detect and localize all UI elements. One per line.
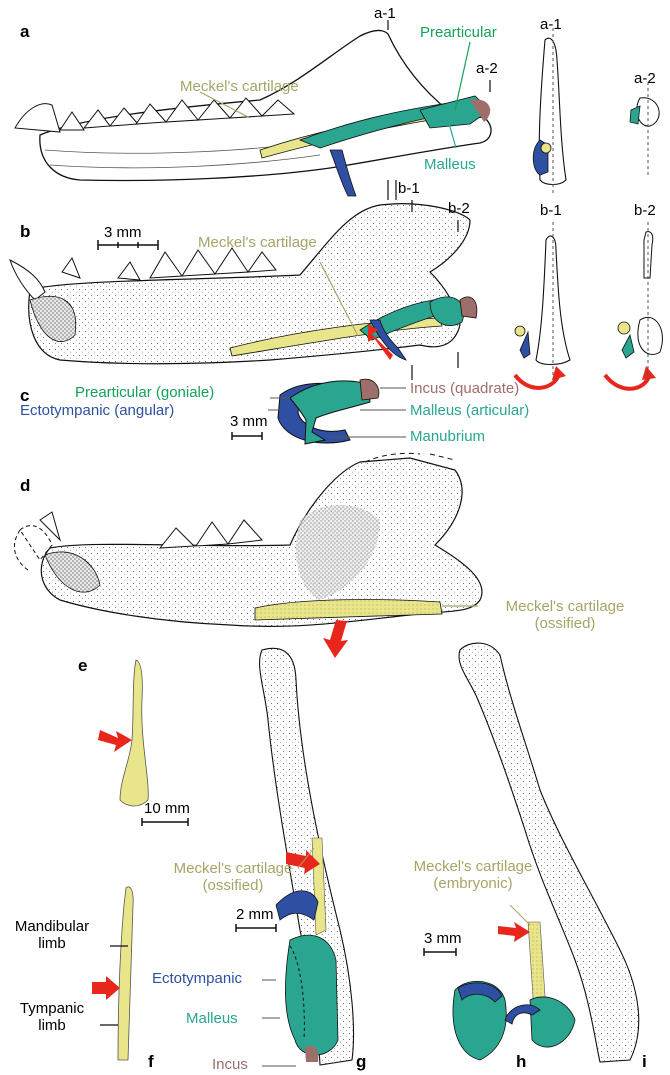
- label-tympanic-line2: limb: [10, 1017, 94, 1034]
- section-label-a1-right: a-1: [540, 16, 562, 33]
- scale-bar-b: [98, 240, 158, 250]
- section-label-b1-right: b-1: [540, 202, 562, 219]
- section-label-b1: b-1: [398, 180, 420, 197]
- label-meckel-i-line1: Meckel's cartilage: [388, 858, 558, 875]
- label-ectotympanic-angular: Ectotympanic (angular): [20, 402, 174, 419]
- scale-label-c: 3 mm: [230, 413, 268, 430]
- panel-label-e: e: [78, 656, 87, 676]
- label-malleus-a: Malleus: [424, 156, 476, 173]
- panel-label-h: h: [516, 1052, 526, 1072]
- section-b1: [515, 222, 570, 388]
- section-label-b2: b-2: [448, 200, 470, 217]
- section-a2: [630, 82, 659, 175]
- label-mandibular-line1: Mandibular: [10, 918, 94, 935]
- label-ectotympanic-g: Ectotympanic: [152, 970, 242, 987]
- panel-h-ossicles: [424, 948, 540, 1060]
- label-meckel-b: Meckel's cartilage: [198, 234, 317, 251]
- panel-label-b: b: [20, 222, 30, 242]
- label-tympanic-line1: Tympanic: [10, 1000, 94, 1017]
- scale-label-h: 3 mm: [424, 930, 462, 947]
- panel-f-meckel: [92, 887, 133, 1060]
- label-tympanic-limb: Tympanic limb: [10, 1000, 94, 1035]
- section-label-a2: a-2: [476, 60, 498, 77]
- panel-label-d: d: [20, 476, 30, 496]
- label-meckel-ossified-d: Meckel's cartilage (ossified): [480, 598, 650, 633]
- label-mandibular-line2: limb: [10, 935, 94, 952]
- panel-b-jaw: [10, 200, 477, 380]
- label-meckel-g-line2: (ossified): [148, 877, 318, 894]
- panel-c-ossicles: [232, 379, 406, 444]
- label-meckel-d-line2: (ossified): [480, 615, 650, 632]
- panel-label-g: g: [356, 1052, 366, 1072]
- label-meckel-g-line1: Meckel's cartilage: [148, 860, 318, 877]
- scale-label-e: 10 mm: [144, 800, 190, 817]
- panel-g-bone: [236, 648, 354, 1066]
- label-incus-quadrate: Incus (quadrate): [410, 380, 519, 397]
- panel-d-jaw: [14, 453, 482, 658]
- label-manubrium: Manubrium: [410, 428, 485, 445]
- label-meckel-a: Meckel's cartilage: [180, 78, 299, 95]
- panel-label-a: a: [20, 22, 29, 42]
- label-mandibular-limb: Mandibular limb: [10, 918, 94, 953]
- label-malleus-articular: Malleus (articular): [410, 402, 529, 419]
- label-meckel-i-line2: (embryonic): [388, 875, 558, 892]
- panel-label-f: f: [148, 1052, 154, 1072]
- section-b2: [605, 222, 662, 389]
- label-prearticular: Prearticular: [420, 24, 497, 41]
- panel-a-jaw: [15, 20, 491, 200]
- label-meckel-d-line1: Meckel's cartilage: [480, 598, 650, 615]
- panel-label-i: i: [642, 1052, 647, 1072]
- scale-label-b: 3 mm: [104, 224, 142, 241]
- section-a1: [533, 28, 566, 195]
- scale-label-g: 2 mm: [236, 906, 274, 923]
- label-incus-g: Incus: [212, 1056, 248, 1073]
- label-meckel-ossified-g: Meckel's cartilage (ossified): [148, 860, 318, 895]
- label-malleus-g: Malleus: [186, 1010, 238, 1027]
- section-label-a1: a-1: [374, 5, 396, 22]
- label-prearticular-goniale: Prearticular (goniale): [75, 384, 214, 401]
- label-meckel-embryonic: Meckel's cartilage (embryonic): [388, 858, 558, 893]
- section-label-a2-right: a-2: [634, 70, 656, 87]
- section-label-b2-right: b-2: [634, 202, 656, 219]
